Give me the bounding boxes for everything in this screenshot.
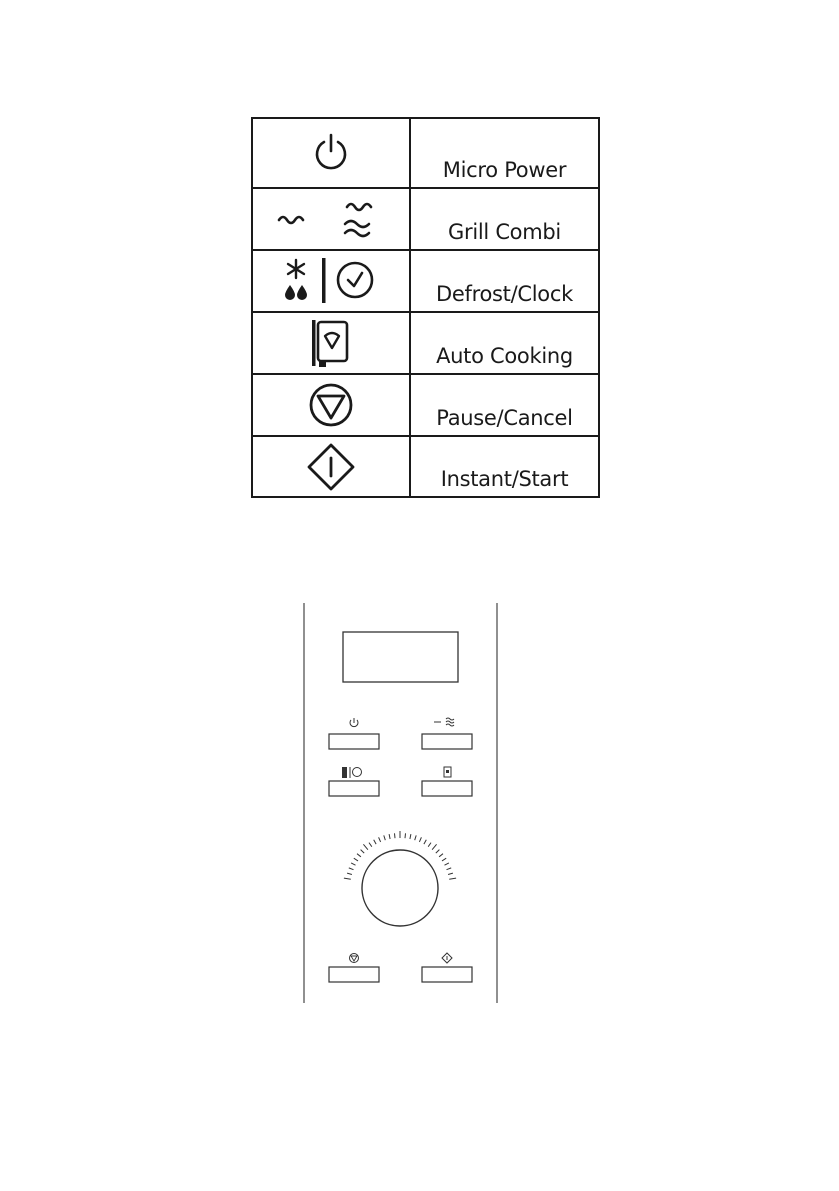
dial-tick [369, 843, 372, 847]
power-icon [311, 133, 351, 173]
dial-tick [448, 873, 453, 874]
legend-icon-cell [252, 436, 410, 497]
dial-tick [447, 868, 452, 870]
pause-cancel-icon [306, 380, 356, 430]
grill-combi-icon [271, 193, 391, 245]
instant-start-icon [442, 953, 452, 963]
legend-row-micro-power: Micro Power [252, 118, 599, 188]
legend-label: Auto Cooking [410, 312, 599, 374]
panel-frame [304, 603, 497, 1003]
button-legend-table: Micro Power Grill Combi [251, 117, 600, 498]
dial-tick [361, 850, 365, 854]
grill-combi-button[interactable] [422, 718, 472, 749]
defrost-clock-icon [342, 767, 362, 778]
dial-tick [344, 878, 351, 879]
auto-cooking-book-icon [444, 767, 451, 777]
dial-tick [384, 835, 386, 840]
legend-label: Pause/Cancel [410, 374, 599, 436]
dial-tick [449, 878, 456, 879]
legend-icon-cell [252, 118, 410, 188]
dial-tick [354, 858, 358, 861]
grill-combi-icon [434, 718, 454, 726]
legend-row-grill-combi: Grill Combi [252, 188, 599, 250]
dial-tick [410, 834, 411, 839]
dial-tick [363, 844, 368, 849]
legend-row-defrost-clock: Defrost/Clock [252, 250, 599, 312]
legend-icon-cell [252, 188, 410, 250]
dial-tick [419, 837, 421, 842]
micro-power-button[interactable] [329, 718, 379, 749]
legend-label: Micro Power [410, 118, 599, 188]
legend-icon-cell [252, 312, 410, 374]
pause-cancel-icon [350, 954, 359, 963]
legend-row-auto-cooking: Auto Cooking [252, 312, 599, 374]
defrost-clock-icon [271, 255, 391, 307]
dial-tick [424, 840, 426, 844]
dial-tick [436, 850, 440, 854]
dial-tick [445, 863, 449, 865]
dial-scale [344, 831, 456, 879]
legend-row-pause-cancel: Pause/Cancel [252, 374, 599, 436]
instant-start-icon [305, 441, 357, 493]
dial-tick [351, 863, 355, 865]
dial-tick [439, 854, 443, 857]
auto-cooking-book-icon [306, 317, 356, 369]
power-icon [350, 718, 358, 727]
dial-tick [415, 835, 417, 840]
defrost-clock-button[interactable] [329, 767, 379, 796]
instant-start-button[interactable] [422, 953, 472, 982]
pause-cancel-button[interactable] [329, 954, 379, 983]
dial-tick [379, 837, 381, 842]
legend-label: Grill Combi [410, 188, 599, 250]
dial-tick [395, 833, 396, 838]
dial-tick [389, 834, 390, 839]
legend-icon-cell [252, 250, 410, 312]
auto-cooking-button[interactable] [422, 767, 472, 796]
dial-tick [442, 858, 446, 861]
dial-knob[interactable] [362, 850, 438, 926]
dial-tick [357, 854, 361, 857]
legend-row-instant-start: Instant/Start [252, 436, 599, 497]
dial-tick [428, 843, 431, 847]
legend-label: Defrost/Clock [410, 250, 599, 312]
dial-tick [374, 840, 376, 844]
control-dial[interactable] [344, 831, 456, 926]
legend-label: Instant/Start [410, 436, 599, 497]
dial-tick [405, 833, 406, 838]
dial-tick [347, 873, 352, 874]
dial-tick [349, 868, 354, 870]
control-panel-diagram [290, 595, 510, 1010]
display-window [343, 632, 458, 682]
dial-tick [432, 844, 437, 849]
legend-icon-cell [252, 374, 410, 436]
